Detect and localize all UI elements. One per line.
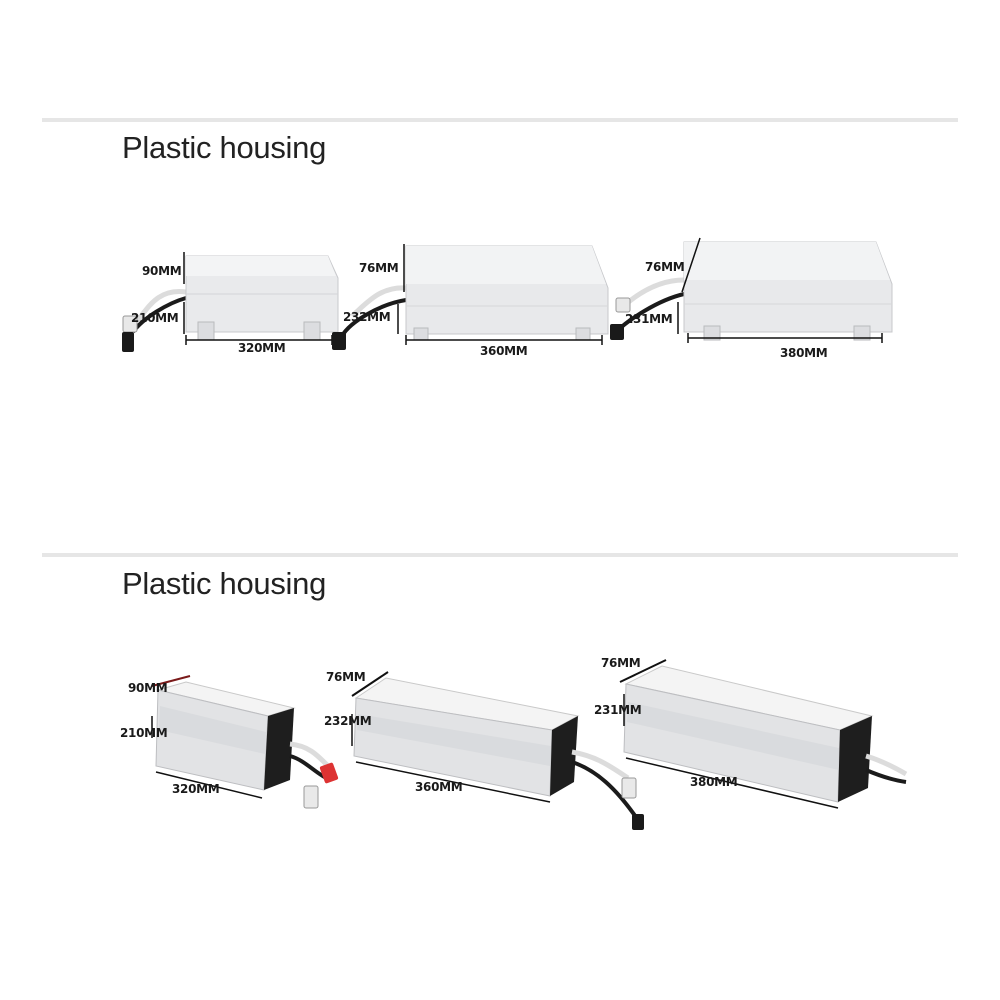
dimension-height-label: 76MM <box>326 670 366 684</box>
section-title: Plastic housing <box>122 566 327 601</box>
dimension-width-label: 210MM <box>120 726 168 740</box>
product-image-aluminium-380 <box>614 656 914 816</box>
section-title: Plastic housing <box>122 130 327 165</box>
section-divider <box>42 118 958 122</box>
dimension-length-label: 320MM <box>172 782 220 796</box>
dimension-height-label: 76MM <box>359 261 399 275</box>
dimension-height-label: 76MM <box>645 260 685 274</box>
dimension-width-label: 231MM <box>625 312 673 326</box>
product-image-white-380 <box>608 236 898 356</box>
dimension-length-label: 360MM <box>415 780 463 794</box>
dimension-width-label: 210MM <box>131 311 179 325</box>
dimension-length-label: 380MM <box>780 346 828 360</box>
dimension-length-label: 380MM <box>690 775 738 789</box>
dimension-length-label: 360MM <box>480 344 528 358</box>
dimension-height-label: 90MM <box>142 264 182 278</box>
dimension-height-label: 76MM <box>601 656 641 670</box>
dimension-width-label: 231MM <box>594 703 642 717</box>
product-image-aluminium-360 <box>346 666 656 836</box>
product-image-white-360 <box>330 240 620 360</box>
dimension-length-label: 320MM <box>238 341 286 355</box>
section-divider <box>42 553 958 557</box>
dimension-height-label: 90MM <box>128 681 168 695</box>
product-image-aluminium-320 <box>140 675 350 826</box>
dimension-width-label: 232MM <box>324 714 372 728</box>
dimension-width-label: 232MM <box>343 310 391 324</box>
